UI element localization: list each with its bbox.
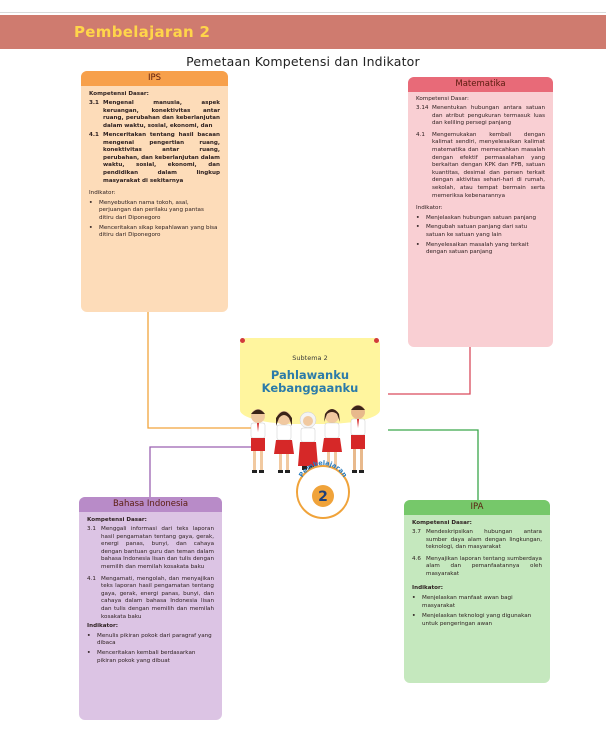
bahasa-indonesia-heading: Bahasa Indonesia (79, 497, 222, 512)
header-band: Pembelajaran 2 (0, 15, 606, 49)
top-divider (0, 12, 606, 13)
bullet-icon: • (416, 241, 420, 248)
bullet-icon: • (412, 613, 416, 620)
ipa-body: Kompetensi Dasar: 3.7 Mendeskripsikan hu… (404, 515, 550, 633)
map-title: Pemetaan Kompetensi dan Indikator (186, 54, 420, 69)
matematika-indicator-item: • Menjelaskan hubungan satuan panjang (416, 215, 545, 223)
ipa-indicator-item: • Menjelaskan manfaat awan bagi masyarak… (412, 595, 542, 610)
ips-kd-number: 3.1 (89, 100, 99, 107)
bullet-icon: • (87, 632, 91, 639)
ipa-indicator-label: Indikator: (412, 584, 443, 591)
ipa-kd-text: Mendeskripsikan hubungan antara sumber d… (426, 529, 542, 551)
pin-icon (374, 338, 379, 343)
ipa-indicator-text: Menjelaskan teknologi yang digunakan unt… (422, 613, 532, 628)
bahasa-indonesia-kd-item: 3.1 Menggali informasi dari teks laporan… (87, 526, 214, 572)
bullet-icon: • (416, 224, 420, 231)
subtema-title: Pahlawanku Kebanggaanku (240, 369, 380, 395)
bullet-icon: • (89, 224, 93, 231)
connector-matematika (388, 347, 471, 395)
matematika-body: Kompetensi Dasar: 3.14 Menentukan hubung… (408, 92, 553, 261)
bahasa-indonesia-indicator-text: Menceritakan kembali berdasarkan pikiran… (97, 650, 196, 664)
matematika-kd-item: 3.14 Menentukan hubungan antara satuan d… (416, 105, 545, 128)
bullet-icon: • (87, 650, 91, 656)
ipa-indicator-text: Menjelaskan manfaat awan bagi masyarakat (422, 595, 513, 609)
bullet-icon: • (416, 214, 420, 221)
bahasa-indonesia-kd-label: Kompetensi Dasar: (87, 517, 147, 523)
ipa-box: IPA Kompetensi Dasar: 3.7 Mendeskripsika… (404, 500, 550, 683)
bahasa-indonesia-kd-text: Menggali informasi dari teks laporan has… (101, 526, 214, 571)
matematika-kd-number: 3.14 (416, 105, 429, 112)
bahasa-indonesia-box: Bahasa Indonesia Kompetensi Dasar: 3.1 M… (79, 497, 222, 720)
ips-kd-text: Menceritakan tentang hasil bacaan mengen… (103, 131, 221, 184)
connector-ips (147, 312, 262, 429)
ips-indicator-item: • Menceritakan sikap kepahlawan yang bis… (89, 225, 220, 240)
connector-bahasa (149, 446, 262, 497)
badge-number-circle (312, 485, 334, 507)
subtema-label: Subtema 2 (292, 354, 328, 362)
ips-kd-item: 4.1 Menceritakan tentang hasil bacaan me… (89, 132, 220, 185)
ips-indicator-text: Menyebutkan nama tokoh, asal, perjuangan… (99, 199, 204, 221)
bahasa-indonesia-body: Kompetensi Dasar: 3.1 Menggali informasi… (79, 512, 222, 669)
bahasa-indonesia-kd-text: Mengamati, mengolah, dan menyajikan teks… (101, 575, 214, 620)
matematika-indicator-item: • Menyelesaikan masalah yang terkait den… (416, 242, 545, 257)
bahasa-indonesia-indicator-item: • Menceritakan kembali berdasarkan pikir… (87, 650, 214, 665)
ips-kd-item: 3.1 Mengenal manusia, aspek keruangan, k… (89, 100, 220, 130)
ips-heading: IPS (81, 71, 228, 86)
ips-kd-label: Kompetensi Dasar: (89, 91, 149, 97)
page-title: Pembelajaran 2 (74, 23, 211, 41)
badge-number: 2 (318, 489, 328, 505)
ips-kd-text: Mengenal manusia, aspek keruangan, konek… (103, 100, 220, 129)
ips-body: Kompetensi Dasar: 3.1 Mengenal manusia, … (81, 86, 228, 244)
pembelajaran-badge: Pembelajaran 2 (296, 459, 350, 519)
bahasa-indonesia-indicator-item: • Menulis pikiran pokok dari paragraf ya… (87, 633, 214, 648)
ipa-indicator-item: • Menjelaskan teknologi yang digunakan u… (412, 613, 542, 628)
ips-box: IPS Kompetensi Dasar: 3.1 Mengenal manus… (81, 71, 228, 312)
matematika-kd-label: Kompetensi Dasar: (416, 96, 469, 102)
ips-indicator-text: Menceritakan sikap kepahlawan yang bisa … (99, 224, 218, 239)
ipa-kd-text: Menyajikan laporan tentang sumberdaya al… (426, 555, 542, 578)
matematika-indicator-item: • Mengubah satuan panjang dari satu satu… (416, 224, 545, 239)
matematika-box: Matematika Kompetensi Dasar: 3.14 Menent… (408, 77, 553, 347)
bahasa-indonesia-indicator-label: Indikator: (87, 623, 118, 630)
bahasa-indonesia-kd-number: 4.1 (87, 575, 96, 582)
ips-indicator-label: Indikator: (89, 190, 116, 197)
ipa-kd-item: 3.7 Mendeskripsikan hubungan antara sumb… (412, 529, 542, 552)
ipa-kd-number: 3.7 (412, 529, 421, 536)
bahasa-indonesia-kd-item: 4.1 Mengamati, mengolah, dan menyajikan … (87, 576, 214, 622)
bahasa-indonesia-indicator-text: Menulis pikiran pokok dari paragraf yang… (97, 632, 212, 647)
ips-kd-number: 4.1 (89, 131, 99, 138)
bullet-icon: • (412, 595, 416, 602)
students-illustration (250, 405, 366, 473)
ipa-heading: IPA (404, 500, 550, 515)
ips-indicator-item: • Menyebutkan nama tokoh, asal, perjuang… (89, 200, 220, 223)
matematika-kd-item: 4.1 Mengemukakan kembali dengan kalimat … (416, 132, 545, 200)
matematika-kd-text: Menentukan hubungan antara satuan dan at… (432, 105, 545, 127)
matematika-indicator-label: Indikator: (416, 205, 443, 212)
pin-icon (240, 338, 245, 343)
matematika-heading: Matematika (408, 77, 553, 92)
ipa-kd-number: 4.6 (412, 555, 421, 562)
bullet-icon: • (89, 199, 93, 206)
matematika-indicator-text: Menyelesaikan masalah yang terkait denga… (426, 241, 529, 256)
subtema-title-line: Pahlawanku (270, 368, 350, 382)
matematika-indicator-text: Mengubah satuan panjang dari satu satuan… (426, 224, 528, 238)
matematika-kd-number: 4.1 (416, 131, 425, 138)
matematika-kd-text: Mengemukakan kembali dengan kalimat send… (432, 131, 545, 199)
ipa-kd-label: Kompetensi Dasar: (412, 520, 472, 526)
subtema-title-line: Kebanggaanku (261, 381, 359, 395)
matematika-indicator-text: Menjelaskan hubungan satuan panjang (426, 214, 537, 221)
connector-ipa (388, 429, 479, 500)
bahasa-indonesia-kd-number: 3.1 (87, 526, 96, 533)
ipa-kd-item: 4.6 Menyajikan laporan tentang sumberday… (412, 556, 542, 579)
